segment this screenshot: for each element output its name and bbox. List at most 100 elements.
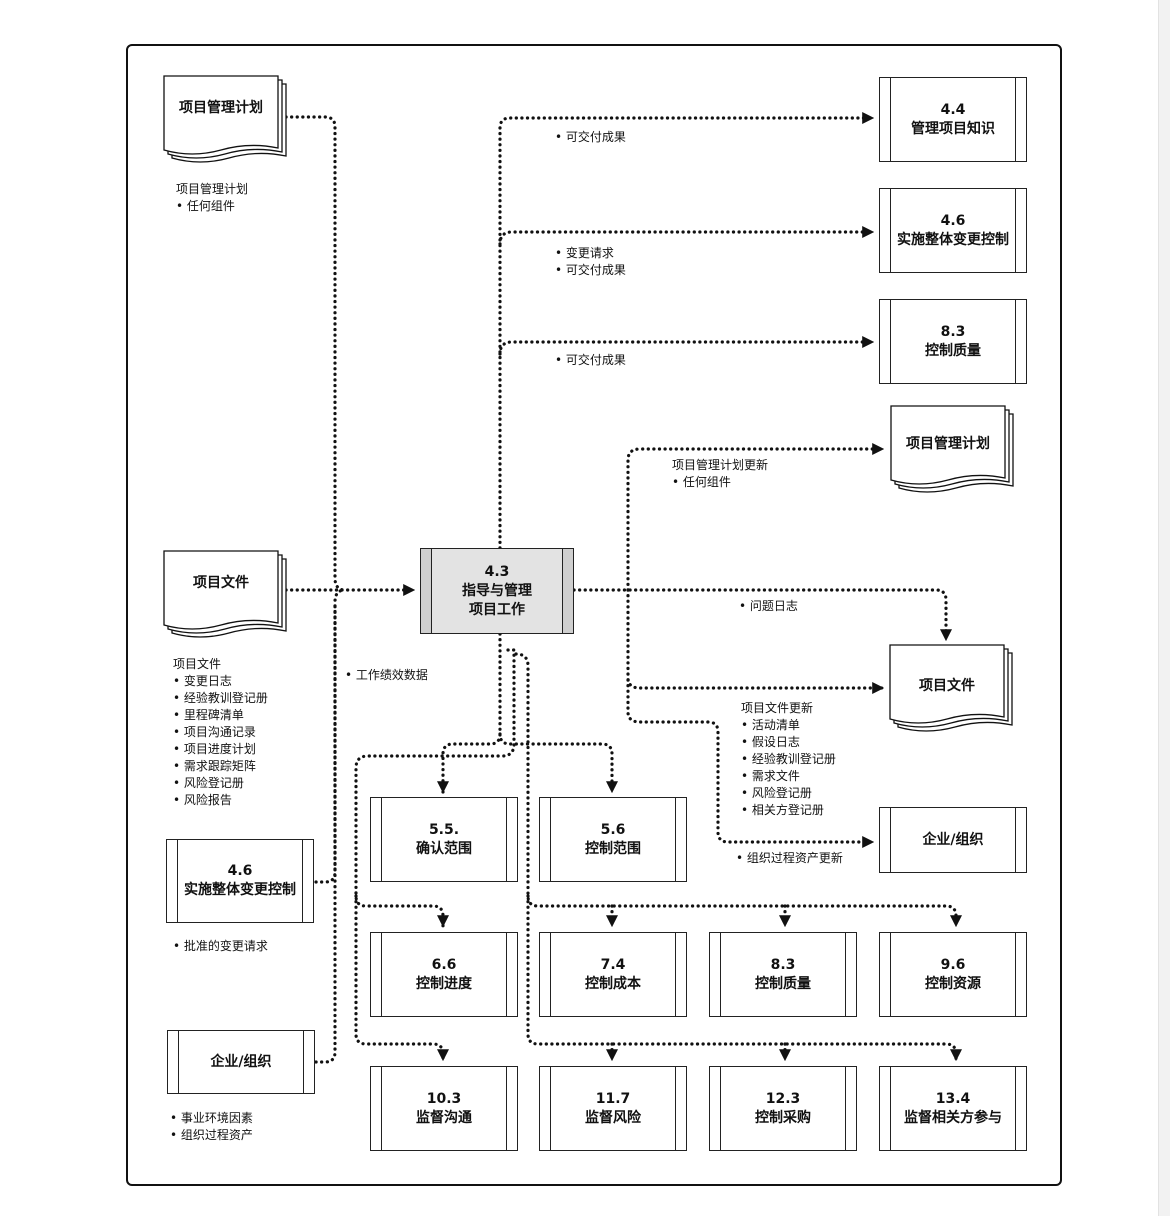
label-item: 风险登记册 bbox=[741, 785, 836, 802]
process-name: 指导与管理 bbox=[462, 582, 532, 599]
process-name: 实施整体变更控制 bbox=[897, 231, 1009, 248]
label-item: 任何组件 bbox=[176, 198, 248, 215]
process-number: 13.4 bbox=[935, 1090, 971, 1107]
process-name: 项目工作 bbox=[469, 601, 525, 618]
process-name: 控制资源 bbox=[925, 975, 981, 992]
flow-opa-upd bbox=[626, 678, 875, 848]
label-item: 工作绩效数据 bbox=[345, 667, 428, 684]
process-number: 8.3 bbox=[940, 323, 966, 340]
process-5-5: 5.5. 确认范围 bbox=[370, 797, 518, 882]
label-eef-input: 事业环境因素 组织过程资产 bbox=[170, 1110, 253, 1144]
doc-pmp-left: 项目管理计划 bbox=[163, 75, 287, 163]
entity-enterprise-left: 企业/组织 bbox=[167, 1030, 315, 1094]
label-item: 变更请求 bbox=[555, 245, 626, 262]
process-4-6-right: 4.6 实施整体变更控制 bbox=[879, 188, 1027, 273]
label-item: 组织过程资产更新 bbox=[736, 850, 843, 867]
label-item: 批准的变更请求 bbox=[173, 938, 268, 955]
label-issue-log: 问题日志 bbox=[739, 598, 798, 615]
label-item: 经验教训登记册 bbox=[741, 751, 836, 768]
scrollbar[interactable] bbox=[1158, 0, 1170, 1216]
process-9-6: 9.6 控制资源 bbox=[879, 932, 1027, 1017]
process-4-3: 4.3 指导与管理 项目工作 bbox=[420, 548, 574, 634]
document-stack-icon bbox=[889, 644, 1013, 732]
label-item: 风险报告 bbox=[173, 792, 268, 809]
label-item: 经验教训登记册 bbox=[173, 690, 268, 707]
label-item: 里程碑清单 bbox=[173, 707, 268, 724]
label-title: 项目文件更新 bbox=[741, 701, 814, 715]
process-number: 6.6 bbox=[431, 956, 457, 973]
label-docs-input: 项目文件 变更日志 经验教训登记册 里程碑清单 项目沟通记录 项目进度计划 需求… bbox=[173, 656, 268, 809]
process-name: 控制范围 bbox=[585, 840, 641, 857]
label-item: 任何组件 bbox=[672, 474, 768, 491]
flow-pmp-in bbox=[284, 115, 347, 592]
process-name: 监督沟通 bbox=[416, 1109, 472, 1126]
process-6-6: 6.6 控制进度 bbox=[370, 932, 518, 1017]
flow-to-46 bbox=[498, 226, 875, 246]
process-number: 5.5. bbox=[428, 821, 460, 838]
doc-title: 项目管理计划 bbox=[179, 100, 263, 116]
label-item: 变更日志 bbox=[173, 673, 268, 690]
label-item: 项目沟通记录 bbox=[173, 724, 268, 741]
process-name: 控制采购 bbox=[755, 1109, 811, 1126]
process-number: 4.3 bbox=[484, 563, 510, 580]
label-item: 可交付成果 bbox=[555, 352, 626, 369]
label-item: 事业环境因素 bbox=[170, 1110, 253, 1127]
process-name: 监督相关方参与 bbox=[904, 1109, 1002, 1126]
label-pmp-input: 项目管理计划 任何组件 bbox=[176, 181, 248, 215]
process-number: 4.4 bbox=[940, 101, 966, 118]
doc-pmp-right: 项目管理计划 bbox=[890, 405, 1014, 493]
label-item: 组织过程资产 bbox=[170, 1127, 253, 1144]
process-number: 7.4 bbox=[600, 956, 626, 973]
process-8-3-bottom: 8.3 控制质量 bbox=[709, 932, 857, 1017]
label-item: 问题日志 bbox=[739, 598, 798, 615]
label-to-8-3: 可交付成果 bbox=[555, 352, 626, 369]
process-number: 4.6 bbox=[227, 863, 253, 879]
label-title: 项目管理计划 bbox=[176, 182, 249, 196]
doc-title: 项目文件 bbox=[919, 678, 975, 694]
label-to-4-4: 可交付成果 bbox=[555, 129, 626, 146]
label-item: 需求文件 bbox=[741, 768, 836, 785]
label-pmp-updates: 项目管理计划更新 任何组件 bbox=[672, 457, 768, 491]
label-approved-cr: 批准的变更请求 bbox=[173, 938, 268, 955]
entity-name: 企业/组织 bbox=[922, 831, 984, 848]
process-13-4: 13.4 监督相关方参与 bbox=[879, 1066, 1027, 1151]
process-name: 实施整体变更控制 bbox=[184, 882, 296, 898]
label-item: 风险登记册 bbox=[173, 775, 268, 792]
process-number: 10.3 bbox=[426, 1090, 462, 1107]
process-12-3: 12.3 控制采购 bbox=[709, 1066, 857, 1151]
doc-project-docs-left: 项目文件 bbox=[163, 550, 287, 638]
label-item: 可交付成果 bbox=[555, 129, 626, 146]
doc-title: 项目文件 bbox=[193, 575, 249, 591]
process-8-3-right: 8.3 控制质量 bbox=[879, 299, 1027, 384]
process-4-4: 4.4 管理项目知识 bbox=[879, 77, 1027, 162]
flow-cr-in bbox=[314, 588, 347, 884]
process-number: 8.3 bbox=[770, 956, 796, 973]
flow-wpd-e bbox=[514, 652, 962, 928]
label-title: 项目管理计划更新 bbox=[672, 458, 769, 472]
flow-docs-upd bbox=[626, 588, 885, 694]
process-11-7: 11.7 监督风险 bbox=[539, 1066, 687, 1151]
label-title: 项目文件 bbox=[173, 657, 222, 671]
flow-pmp-upd bbox=[626, 443, 885, 592]
label-item: 假设日志 bbox=[741, 734, 836, 751]
label-item: 可交付成果 bbox=[555, 262, 626, 279]
flow-wpd-c bbox=[354, 648, 516, 928]
label-item: 相关方登记册 bbox=[741, 802, 836, 819]
process-name: 控制进度 bbox=[416, 975, 472, 992]
entity-enterprise-right: 企业/组织 bbox=[879, 807, 1027, 873]
entity-name: 企业/组织 bbox=[210, 1053, 272, 1070]
document-stack-icon bbox=[890, 405, 1014, 493]
process-10-3: 10.3 监督沟通 bbox=[370, 1066, 518, 1151]
process-name: 控制质量 bbox=[925, 342, 981, 359]
process-number: 12.3 bbox=[765, 1090, 801, 1107]
flow-wpd-f bbox=[526, 894, 962, 1062]
process-7-4: 7.4 控制成本 bbox=[539, 932, 687, 1017]
process-number: 5.6 bbox=[600, 821, 626, 838]
flow-wpd-b bbox=[498, 732, 618, 794]
label-item: 项目进度计划 bbox=[173, 741, 268, 758]
process-4-6-left: 4.6 实施整体变更控制 bbox=[166, 839, 314, 923]
flow-to-83 bbox=[498, 336, 875, 356]
process-name: 监督风险 bbox=[585, 1109, 641, 1126]
process-name: 确认范围 bbox=[416, 840, 472, 857]
